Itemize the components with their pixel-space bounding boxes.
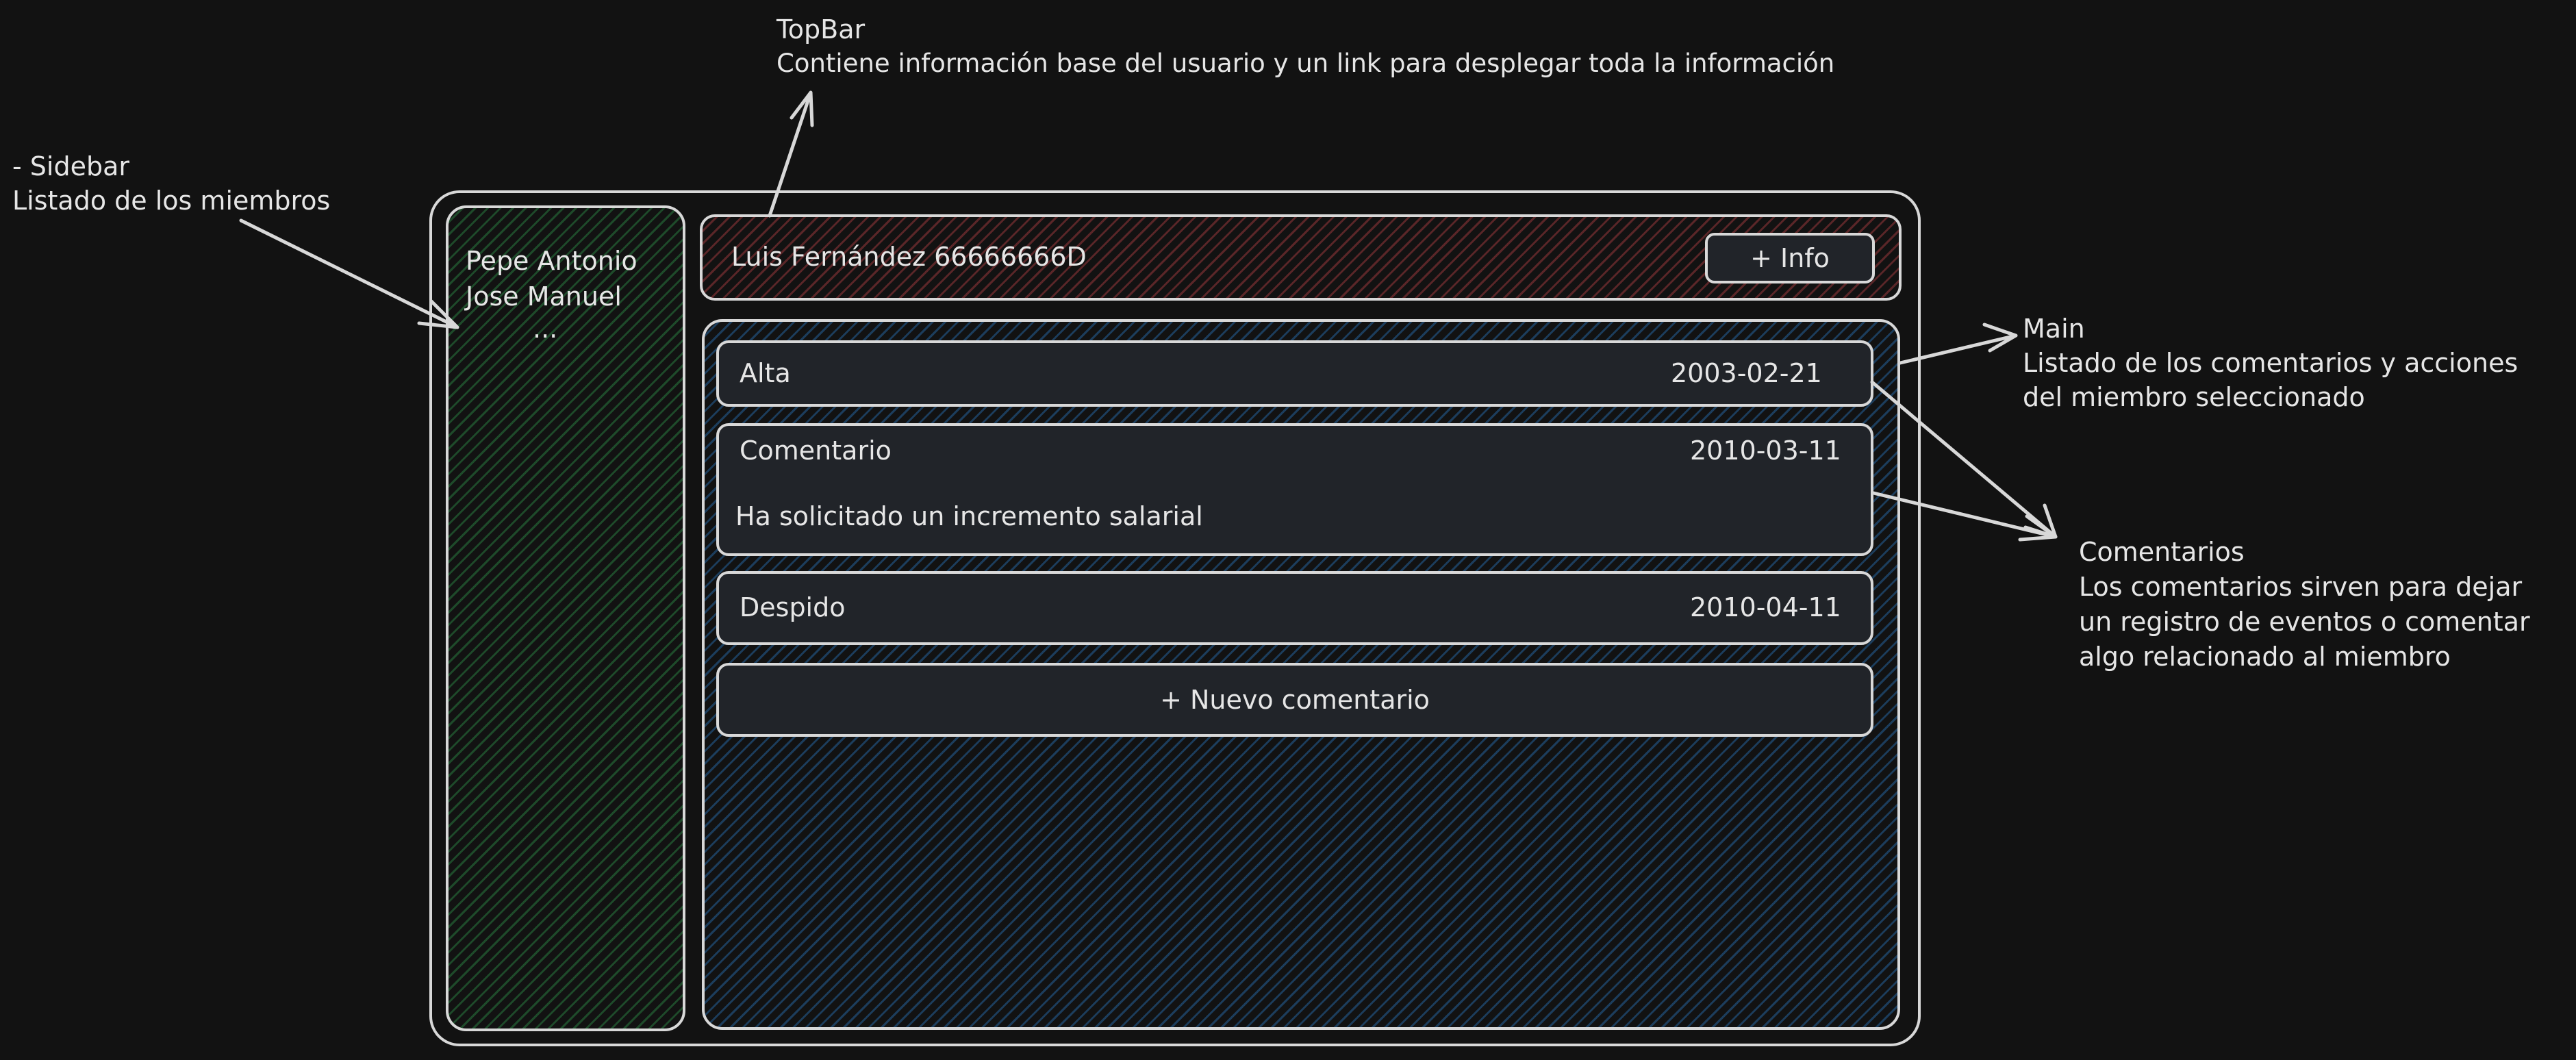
topbar-annotation-description: Contiene información base del usuario y … [776, 49, 1835, 78]
sidebar-arrow [239, 218, 459, 329]
main-annotation-title: Main [2023, 314, 2085, 344]
info-button[interactable]: + Info [1705, 233, 1875, 283]
main-annotation-description-2: del miembro seleccionado [2023, 382, 2365, 412]
sidebar-annotation-description: Listado de los miembros [12, 186, 331, 216]
entry-date: 2003-02-21 [1671, 358, 1822, 388]
app-frame [429, 190, 1921, 1046]
sidebar-annotation-title: - Sidebar [12, 151, 129, 181]
topbar [700, 214, 1902, 301]
new-comment-button[interactable]: + Nuevo comentario [716, 663, 1873, 737]
comentarios-arrow-2 [1871, 491, 2058, 542]
comentarios-annotation-title: Comentarios [2079, 537, 2245, 567]
entry-date: 2010-04-11 [1690, 592, 1841, 622]
comentarios-annotation-description-2: un registro de eventos o comentar [2079, 607, 2530, 637]
sidebar [446, 205, 685, 1031]
comentarios-annotation-description-1: Los comentarios sirven para dejar [2079, 572, 2523, 602]
entry-alta[interactable] [716, 340, 1873, 407]
main-arrow [1898, 323, 2018, 365]
entry-body: Ha solicitado un incremento salarial [735, 501, 1203, 531]
member-item-more: ... [533, 314, 558, 344]
entry-date: 2010-03-11 [1690, 436, 1841, 466]
member-item[interactable]: Jose Manuel [466, 281, 622, 312]
topbar-arrow [768, 90, 814, 218]
comentarios-annotation-description-3: algo relacionado al miembro [2079, 642, 2451, 672]
main-annotation-description-1: Listado de los comentarios y acciones [2023, 348, 2518, 378]
entry-type: Alta [740, 358, 791, 388]
topbar-user-info: Luis Fernández 66666666D [731, 242, 1087, 272]
entry-despido[interactable] [716, 571, 1873, 645]
member-item[interactable]: Pepe Antonio [466, 246, 637, 276]
entry-type: Despido [740, 592, 846, 622]
entry-type: Comentario [740, 436, 892, 466]
entry-comentario[interactable] [716, 423, 1873, 556]
topbar-annotation-title: TopBar [776, 14, 866, 45]
